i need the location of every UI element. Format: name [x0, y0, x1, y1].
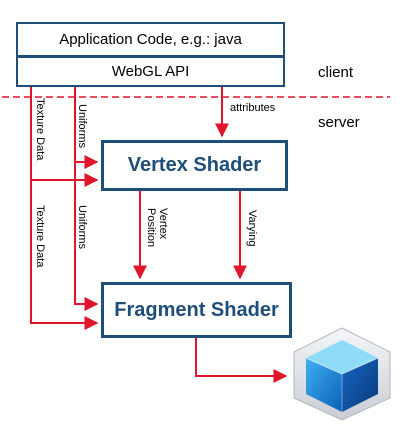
application-code-box: Application Code, e.g.: java — [16, 22, 285, 57]
uniforms-arrow-to-fragment — [74, 87, 99, 311]
varying-label: Varying — [246, 210, 258, 247]
fragment-shader-label: Fragment Shader — [114, 298, 279, 321]
uniforms-label-top: Uniforms — [76, 104, 88, 149]
3d-cube-icon — [293, 327, 391, 421]
vertex-shader-label: Vertex Shader — [127, 154, 262, 176]
output-arrow — [195, 338, 288, 383]
vertex-position-label: Vertex Position — [145, 208, 169, 247]
webgl-api-box: WebGL API — [16, 56, 285, 87]
texture-data-label-top: Texture Data — [34, 98, 46, 161]
vertex-position-label-line1: Vertex — [157, 208, 169, 240]
client-zone-label: client — [318, 64, 354, 81]
texture-data-label-bottom: Texture Data — [34, 205, 46, 268]
uniforms-label-bottom: Uniforms — [76, 205, 88, 250]
attributes-label: attributes — [230, 102, 276, 114]
application-code-label: Application Code, e.g.: java — [59, 31, 242, 48]
vertex-position-label-line2: Position — [145, 208, 157, 248]
vertex-shader-box: Vertex Shader — [101, 140, 288, 191]
server-zone-label: server — [318, 114, 360, 131]
texture-data-arrow-to-fragment — [30, 87, 99, 330]
fragment-shader-box: Fragment Shader — [101, 282, 292, 338]
webgl-api-label: WebGL API — [111, 63, 190, 80]
